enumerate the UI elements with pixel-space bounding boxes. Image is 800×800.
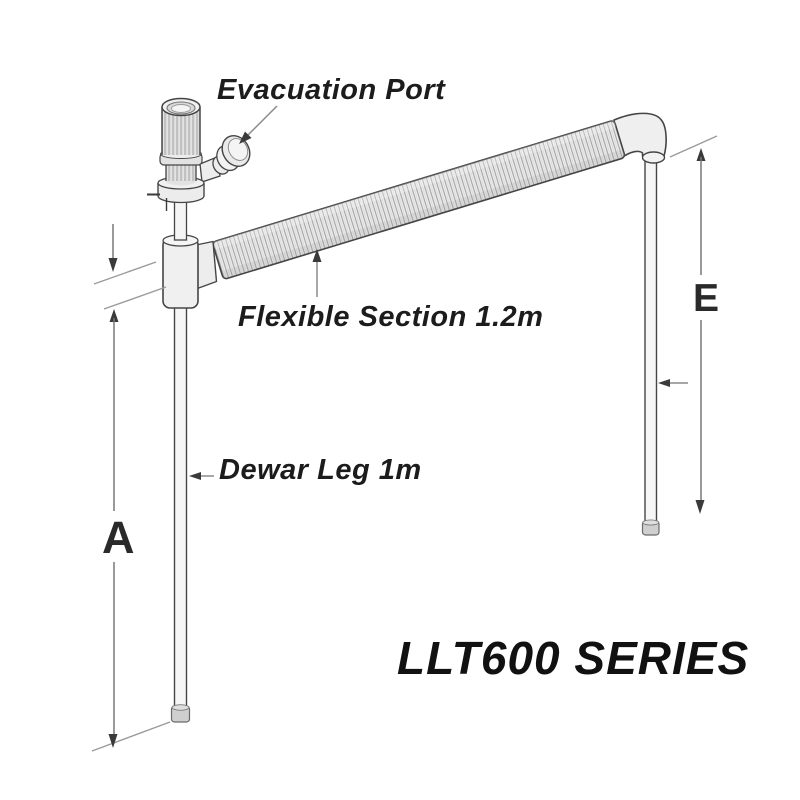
elbow-outlet-rim — [641, 151, 666, 164]
tube-taper — [195, 240, 218, 290]
dimension-a-letter: A — [99, 513, 138, 562]
outlet-leg-pointer — [658, 379, 688, 387]
valve-collar — [165, 165, 197, 186]
evacuation-port-label: Evacuation Port — [217, 74, 446, 106]
series-title: LLT600 SERIES — [397, 632, 750, 684]
extension-line-lower — [103, 286, 167, 310]
flexible-section-leader — [312, 249, 322, 297]
extension-line-elbow — [669, 135, 718, 158]
flexible-tube — [212, 120, 626, 280]
evacuation-port-flange — [212, 134, 251, 175]
dewar-leg — [170, 305, 191, 723]
dewar-leg-label: Dewar Leg 1m — [219, 454, 422, 486]
evacuation-port-leader — [239, 105, 278, 144]
flexible-section-label: Flexible Section 1.2m — [238, 301, 544, 333]
valve-knob — [159, 97, 203, 166]
reference-dashes — [147, 193, 168, 211]
dimension-e-letter: E — [690, 277, 723, 320]
outlet-leg — [641, 158, 660, 536]
dewar-leg-leader — [189, 472, 214, 480]
valve-stem-tube — [173, 197, 188, 241]
dim-top-arrowhead — [108, 258, 118, 272]
dimension-e — [695, 148, 706, 514]
dimension-a — [108, 309, 119, 748]
valve-assembly — [147, 97, 251, 211]
extension-line-upper — [93, 261, 157, 285]
extension-line-bottom — [91, 721, 171, 752]
t-junction — [162, 234, 199, 309]
dimension-lines — [91, 105, 718, 752]
